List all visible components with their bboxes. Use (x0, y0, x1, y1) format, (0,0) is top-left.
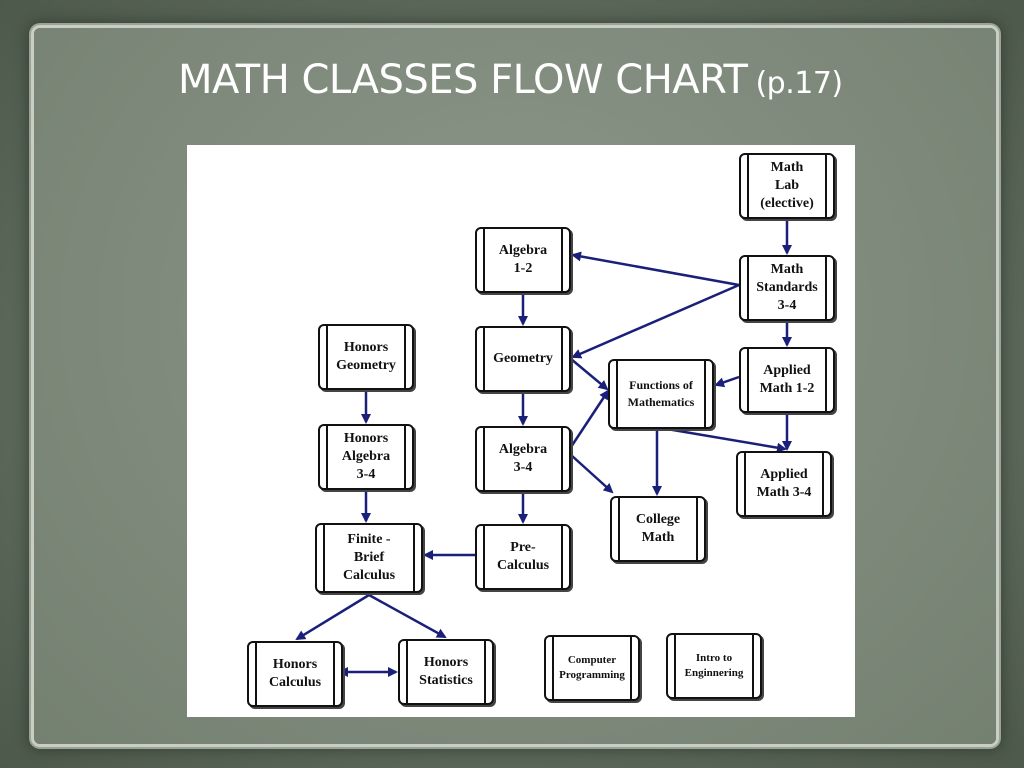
node-algebra-1-2: Algebra 1-2 (475, 227, 571, 293)
flow-chart-panel: Math Lab (elective) Math Standards 3-4 A… (187, 145, 855, 717)
node-finite-brief-calculus: Finite - Brief Calculus (315, 523, 423, 593)
node-honors-statistics: Honors Statistics (398, 639, 494, 705)
node-label: Finite - Brief Calculus (342, 532, 396, 583)
node-label: Applied Math 3-4 (756, 467, 812, 500)
node-label: Computer Programming (559, 654, 625, 681)
node-label: Functions of Mathematics (627, 378, 695, 409)
arrow-geometry-to-functions (570, 358, 609, 391)
page-reference: (p.17) (755, 66, 843, 101)
node-honors-geometry: Honors Geometry (318, 324, 414, 390)
node-honors-calculus: Honors Calculus (247, 641, 343, 707)
node-label: Pre- Calculus (496, 540, 550, 573)
arrow-standards-to-algebra-1-2 (571, 251, 740, 287)
node-label: Math Standards 3-4 (756, 262, 818, 313)
node-algebra-3-4: Algebra 3-4 (475, 426, 571, 492)
node-label: Algebra 3-4 (498, 442, 548, 475)
node-intro-to-engineering: Intro to Enginnering (666, 633, 762, 699)
node-label: Geometry (493, 351, 553, 366)
node-label: Honors Statistics (419, 655, 473, 688)
arrow-finite-to-honors-stats (368, 593, 447, 639)
arrow-algebra-3-4-to-functions (569, 389, 610, 448)
node-pre-calculus: Pre- Calculus (475, 524, 571, 590)
node-geometry: Geometry (475, 326, 571, 392)
arrow-standards-to-geometry (571, 283, 740, 359)
node-label: Algebra 1-2 (498, 243, 548, 276)
arrow-layer (295, 219, 792, 677)
node-math-lab: Math Lab (elective) (739, 153, 835, 219)
node-math-standards: Math Standards 3-4 (739, 255, 835, 321)
arrow-finite-to-honors-calc (295, 593, 370, 641)
flow-chart-arrows (295, 219, 792, 677)
node-applied-math-3-4: Applied Math 3-4 (736, 451, 832, 517)
node-functions-of-mathematics: Functions of Mathematics (608, 359, 714, 429)
node-label: Applied Math 1-2 (759, 363, 815, 396)
node-label: Honors Geometry (336, 340, 396, 373)
arrow-applied-1-2-to-functions (714, 375, 740, 388)
node-college-math: College Math (610, 496, 706, 562)
slide-title: MATH CLASSES FLOW CHART(p.17) (178, 52, 843, 108)
node-label: Intro to Enginnering (684, 652, 744, 679)
node-label: Honors Algebra 3-4 (341, 431, 391, 482)
node-label: Math Lab (elective) (760, 160, 814, 211)
arrow-functions-to-applied-3-4 (666, 427, 787, 453)
arrow-algebra-3-4-to-college (570, 454, 614, 494)
node-computer-programming: Computer Programming (544, 635, 640, 701)
title-text: MATH CLASSES FLOW CHART (178, 57, 748, 103)
node-label: Honors Calculus (268, 657, 322, 690)
node-applied-math-1-2: Applied Math 1-2 (739, 347, 835, 413)
node-label: College Math (635, 512, 681, 545)
node-honors-algebra-3-4: Honors Algebra 3-4 (318, 424, 414, 490)
